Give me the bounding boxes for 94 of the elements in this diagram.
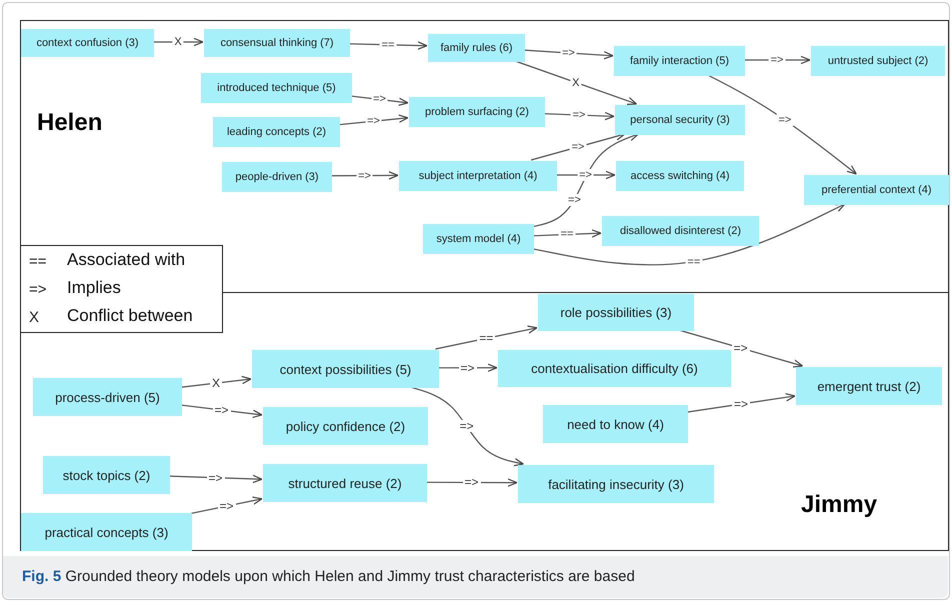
panel-title: Jimmy	[801, 491, 878, 519]
concept-label: consensual thinking (7)	[220, 37, 334, 49]
concept-box	[21, 513, 192, 551]
legend-symbol: ==	[29, 253, 47, 270]
arrow	[707, 74, 857, 175]
concept-box	[518, 465, 714, 503]
edge-label: X	[172, 36, 184, 48]
arrow	[426, 478, 518, 487]
arrow	[348, 41, 428, 50]
edge-label: =>	[218, 500, 236, 512]
concept-label: untrusted subject (2)	[828, 55, 928, 67]
concept-box	[201, 73, 352, 103]
arrow	[686, 393, 796, 413]
arrow	[532, 133, 639, 228]
concept-label: access switching (4)	[630, 170, 730, 182]
arrow	[180, 404, 263, 418]
concept-box	[615, 105, 745, 135]
arrow	[544, 112, 615, 120]
edge-label: X	[210, 377, 222, 390]
concept-label: policy confidence (2)	[286, 418, 406, 434]
figure-caption: Fig. 5 Grounded theory models upon which Helen and Jimmy trust characteristics are based	[22, 568, 635, 585]
concept-box	[543, 405, 688, 443]
concept-label: need to know (4)	[567, 416, 664, 432]
arrow	[524, 50, 614, 60]
legend-symbol: X	[29, 309, 40, 326]
panel-title: Helen	[37, 109, 102, 137]
concept-label: practical concepts (3)	[44, 524, 168, 540]
concept-label: role possibilities (3)	[560, 305, 672, 320]
concept-label: personal security (3)	[630, 114, 730, 126]
concept-label: introduced technique (5)	[217, 82, 336, 94]
legend-symbol: =>	[29, 281, 47, 298]
concept-box	[811, 46, 945, 76]
concept-box	[602, 216, 759, 246]
arrow	[514, 60, 638, 105]
concept-box	[222, 162, 332, 192]
edge-label: =>	[212, 404, 230, 416]
arrow	[180, 376, 252, 388]
concept-box	[213, 117, 340, 147]
arrow	[190, 496, 263, 514]
concept-label: family interaction (5)	[630, 55, 730, 67]
concept-box	[204, 29, 350, 57]
concept-box	[399, 161, 557, 191]
legend-text: Associated with	[67, 250, 186, 270]
concept-label: people-driven (3)	[235, 171, 319, 183]
concept-label: disallowed disinterest (2)	[620, 225, 742, 237]
concept-label: problem surfacing (2)	[425, 106, 529, 118]
arrow	[435, 326, 538, 350]
concept-label: family rules (6)	[440, 42, 513, 54]
concept-box	[33, 378, 182, 416]
concept-box	[252, 350, 439, 388]
concept-label: structured reuse (2)	[288, 476, 402, 490]
edge-label: =>	[566, 194, 583, 206]
arrow	[331, 171, 399, 180]
concept-label: context possibilities (5)	[280, 362, 412, 376]
concept-label: context confusion (3)	[36, 37, 139, 49]
concept-label: leading concepts (2)	[226, 126, 326, 138]
arrow	[678, 329, 804, 368]
arrow	[168, 474, 263, 484]
arrow	[438, 364, 498, 372]
legend-text: Conflict between	[67, 306, 193, 326]
edge-label: =>	[776, 114, 794, 126]
concept-label: contextualisation difficulty (6)	[531, 361, 698, 376]
concept-box	[538, 294, 694, 331]
edge-label: =>	[577, 169, 594, 181]
concept-label: process-driven (5)	[55, 390, 160, 404]
edge-label: =>	[732, 398, 750, 410]
concept-box	[498, 350, 731, 387]
concept-box	[796, 367, 942, 405]
edge-label: =>	[570, 141, 586, 153]
concept-label: emergent trust (2)	[817, 378, 921, 394]
edge-label: =>	[462, 476, 480, 488]
concept-box	[263, 407, 428, 445]
concept-label: facilitating insecurity (3)	[548, 476, 684, 492]
concept-box	[21, 29, 154, 57]
legend-text: Implies	[67, 278, 121, 298]
concept-box	[616, 161, 744, 191]
concept-box	[614, 46, 745, 76]
edge-label: =>	[732, 342, 750, 354]
arrow	[530, 132, 626, 161]
concept-label: subject interpretation (4)	[418, 170, 538, 182]
arrow	[532, 203, 846, 266]
concept-box	[409, 97, 545, 127]
arrow	[153, 38, 204, 46]
concept-box	[804, 175, 949, 205]
edge-label: X	[570, 76, 582, 88]
concept-box	[43, 456, 170, 494]
arrow	[410, 386, 524, 466]
concept-box	[428, 34, 525, 62]
concept-box	[263, 464, 427, 502]
concept-box	[423, 224, 534, 254]
concept-label: preferential context (4)	[821, 184, 932, 196]
concept-label: system model (4)	[436, 233, 521, 245]
concept-label: stock topics (2)	[62, 468, 150, 482]
edge-label: =>	[458, 420, 476, 432]
